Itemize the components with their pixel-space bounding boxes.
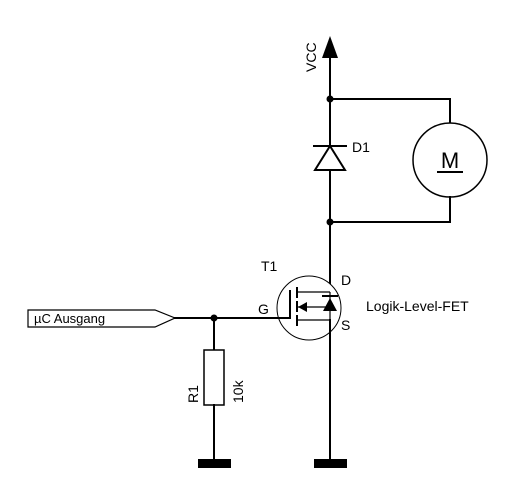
gate-label: G <box>258 301 269 317</box>
diode-label: D1 <box>352 139 370 155</box>
fet-type-label: Logik-Level-FET <box>366 298 469 314</box>
resistor-r1 <box>203 349 225 406</box>
resistor-label: R1 <box>185 385 201 403</box>
diode-d1 <box>313 144 347 171</box>
mosfet-t1 <box>276 275 342 341</box>
resistor-value-label: 10k <box>230 379 246 403</box>
source-label: S <box>341 317 350 333</box>
vcc-arrow-icon <box>322 36 338 58</box>
vcc-label: VCC <box>303 42 319 72</box>
motor-label: M <box>441 148 459 173</box>
input-label: µC Ausgang <box>34 311 105 326</box>
input-flag <box>27 309 177 328</box>
ground-right-icon <box>314 459 347 468</box>
ground-left-icon <box>198 459 231 468</box>
motor-m <box>412 122 488 198</box>
transistor-label: T1 <box>261 258 278 274</box>
drain-label: D <box>341 272 351 288</box>
